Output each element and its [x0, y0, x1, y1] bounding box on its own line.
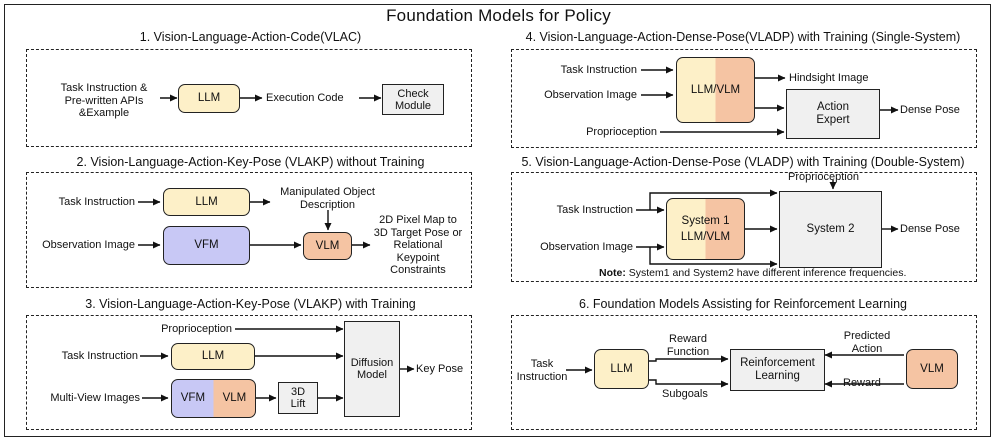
- p1-check-module-box: Check Module: [382, 84, 444, 115]
- panel-4-title: 4. Vision-Language-Action-Dense-Pose(VLA…: [525, 30, 961, 44]
- p2-desc-line-1: Manipulated Object: [280, 186, 375, 198]
- p2-obs-label: Observation Image: [42, 239, 135, 251]
- p5-output-label: Dense Pose: [900, 223, 960, 235]
- p6-subgoals-label: Subgoals: [662, 388, 708, 400]
- p3-diff-line-1: Diffusion: [350, 357, 394, 369]
- p3-lift-line-2: Lift: [290, 398, 306, 410]
- p3-llm-box: LLM: [171, 343, 255, 370]
- p2-task-label: Task Instruction: [58, 196, 135, 208]
- p2-llm-box: LLM: [163, 188, 250, 216]
- p4-obs-label: Observation Image: [544, 89, 637, 101]
- p6-task-line-2: Instruction: [516, 370, 568, 383]
- p5-task-label: Task Instruction: [556, 204, 633, 216]
- panel-1: [26, 49, 472, 147]
- p4-expert-line-2: Expert: [816, 114, 850, 126]
- p6-rl-box: Reinforcement Learning: [730, 349, 825, 391]
- p1-llm-box: LLM: [178, 84, 240, 113]
- p6-task-line-1: Task: [530, 358, 554, 370]
- panel-5-title: 5. Vision-Language-Action-Dense-Pose (VL…: [521, 155, 965, 169]
- panel-3: [26, 315, 472, 430]
- p6-rl-line-2: Learning: [755, 370, 800, 382]
- p2-out-line-4: Keypoint: [396, 251, 440, 264]
- p5-system1-box: System 1 LLM/VLM: [666, 198, 745, 260]
- p1-check-line-1: Check: [397, 87, 429, 100]
- p3-output-label: Key Pose: [416, 363, 464, 375]
- p1-check-line-2: Module: [394, 99, 432, 112]
- p5-sys1-line-1: System 1: [681, 215, 730, 227]
- p1-input-line-2: Pre-written APIs: [64, 94, 144, 107]
- p4-proprio-label: Proprioception: [586, 126, 657, 138]
- p2-desc-line-2: Description: [299, 198, 356, 211]
- p2-desc-label: Manipulated Object Description: [270, 186, 385, 211]
- p6-reward-fn-label: Reward Function: [660, 333, 716, 358]
- panel-5: [511, 172, 977, 282]
- p1-input-line-3: &Example: [78, 107, 130, 119]
- p1-input-label: Task Instruction & Pre-written APIs &Exa…: [48, 82, 160, 120]
- p6-reward-fn-line-1: Reward: [669, 333, 707, 345]
- p6-vlm-box: VLM: [906, 349, 958, 389]
- p4-task-label: Task Instruction: [560, 64, 637, 76]
- p4-hindsight-label: Hindsight Image: [789, 72, 869, 84]
- p3-vlm-label: VLM: [222, 392, 247, 404]
- p6-reward-fn-line-2: Function: [666, 345, 710, 358]
- p5-note: Note: System1 and System2 have different…: [599, 267, 906, 280]
- panel-2-title: 2. Vision-Language-Action-Key-Pose (VLAK…: [76, 155, 425, 169]
- p6-llm-box: LLM: [594, 349, 649, 389]
- panel-6: [511, 315, 977, 430]
- panel-6-title: 6. Foundation Models Assisting for Reinf…: [579, 297, 907, 311]
- p6-task-label: Task Instruction: [512, 358, 572, 383]
- p5-proprio-label: Proprioception: [788, 171, 859, 183]
- p2-output-label: 2D Pixel Map to 3D Target Pose or Relati…: [369, 214, 467, 277]
- p6-predicted-action-label: Predicted Action: [832, 330, 902, 355]
- p2-vfm-box: VFM: [163, 226, 250, 265]
- p1-input-line-1: Task Instruction &: [60, 82, 148, 94]
- p3-views-label: Multi-View Images: [50, 392, 140, 404]
- panel-3-title: 3. Vision-Language-Action-Key-Pose (VLAK…: [85, 297, 416, 311]
- p5-note-label: Note:: [599, 267, 626, 279]
- panel-1-title: 1. Vision-Language-Action-Code(VLAC): [139, 30, 362, 44]
- p6-pred-line-2: Action: [851, 342, 883, 355]
- p3-vfm-vlm-box: VFM VLM: [171, 379, 256, 418]
- panel-2: [26, 172, 472, 288]
- p3-task-label: Task Instruction: [61, 350, 138, 362]
- p2-out-line-5: Constraints: [390, 264, 446, 276]
- p6-rl-line-1: Reinforcement: [740, 357, 815, 369]
- p3-diffusion-model-box: Diffusion Model: [344, 321, 400, 417]
- p3-proprio-label: Proprioception: [161, 323, 232, 335]
- p5-sys1-line-2: LLM/VLM: [680, 231, 731, 243]
- p4-action-expert-box: Action Expert: [786, 89, 880, 139]
- p1-output-label: Execution Code: [266, 92, 344, 104]
- p5-system2-box: System 2: [779, 191, 882, 268]
- p2-out-line-3: Relational: [393, 239, 443, 251]
- p4-expert-line-1: Action: [817, 101, 849, 113]
- p6-reward-label: Reward: [843, 377, 881, 389]
- p4-llm-vlm-box: LLM/VLM: [676, 57, 755, 123]
- p3-vfm-label: VFM: [180, 392, 206, 404]
- p3-3d-lift-box: 3D Lift: [278, 382, 318, 414]
- p4-output-label: Dense Pose: [900, 104, 960, 116]
- p2-vlm-box: VLM: [303, 232, 352, 260]
- panel-4: [511, 49, 977, 148]
- p3-lift-line-1: 3D: [290, 386, 306, 398]
- p6-pred-line-1: Predicted: [843, 330, 891, 342]
- p2-out-line-1: 2D Pixel Map to: [379, 214, 457, 226]
- p5-obs-label: Observation Image: [540, 241, 633, 253]
- outer-frame: [4, 4, 991, 437]
- figure-title: Foundation Models for Policy: [386, 6, 611, 25]
- p3-diff-line-2: Model: [357, 369, 387, 381]
- p2-out-line-2: 3D Target Pose or: [373, 226, 463, 239]
- p5-note-text: System1 and System2 have different infer…: [625, 267, 907, 279]
